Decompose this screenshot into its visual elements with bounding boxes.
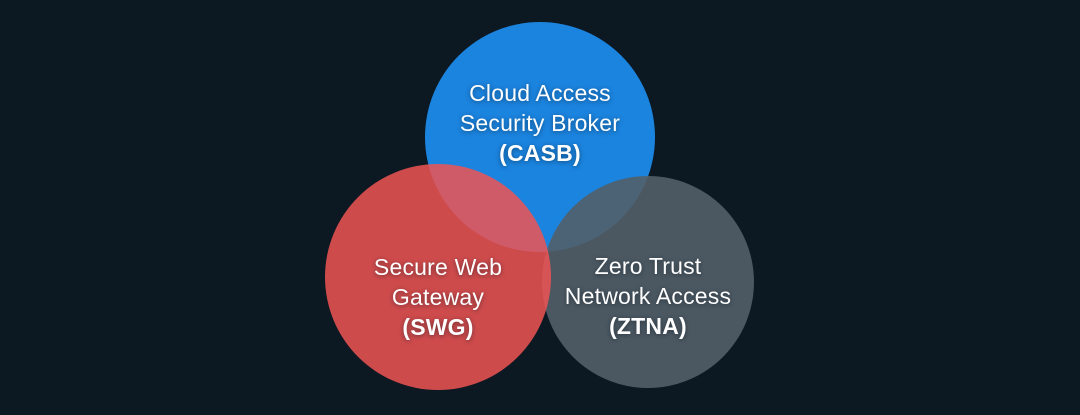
swg-label-line-2: Gateway — [391, 284, 485, 310]
swg-circle — [325, 164, 551, 390]
ztna-circle — [542, 176, 754, 388]
ztna-label-line-2: Network Access — [564, 283, 732, 309]
swg-label: Secure Web Gateway (SWG) — [288, 252, 588, 342]
ztna-label: Zero Trust Network Access (ZTNA) — [498, 251, 798, 341]
casb-label: Cloud Access Security Broker (CASB) — [390, 78, 690, 168]
casb-label-line-1: Cloud Access — [469, 80, 611, 106]
ztna-abbreviation: (ZTNA) — [609, 313, 687, 339]
ztna-label-line-1: Zero Trust — [594, 253, 702, 279]
casb-label-line-2: Security Broker — [459, 110, 621, 136]
swg-abbreviation: (SWG) — [402, 314, 474, 340]
swg-label-line-1: Secure Web — [373, 254, 503, 280]
casb-abbreviation: (CASB) — [499, 140, 581, 166]
